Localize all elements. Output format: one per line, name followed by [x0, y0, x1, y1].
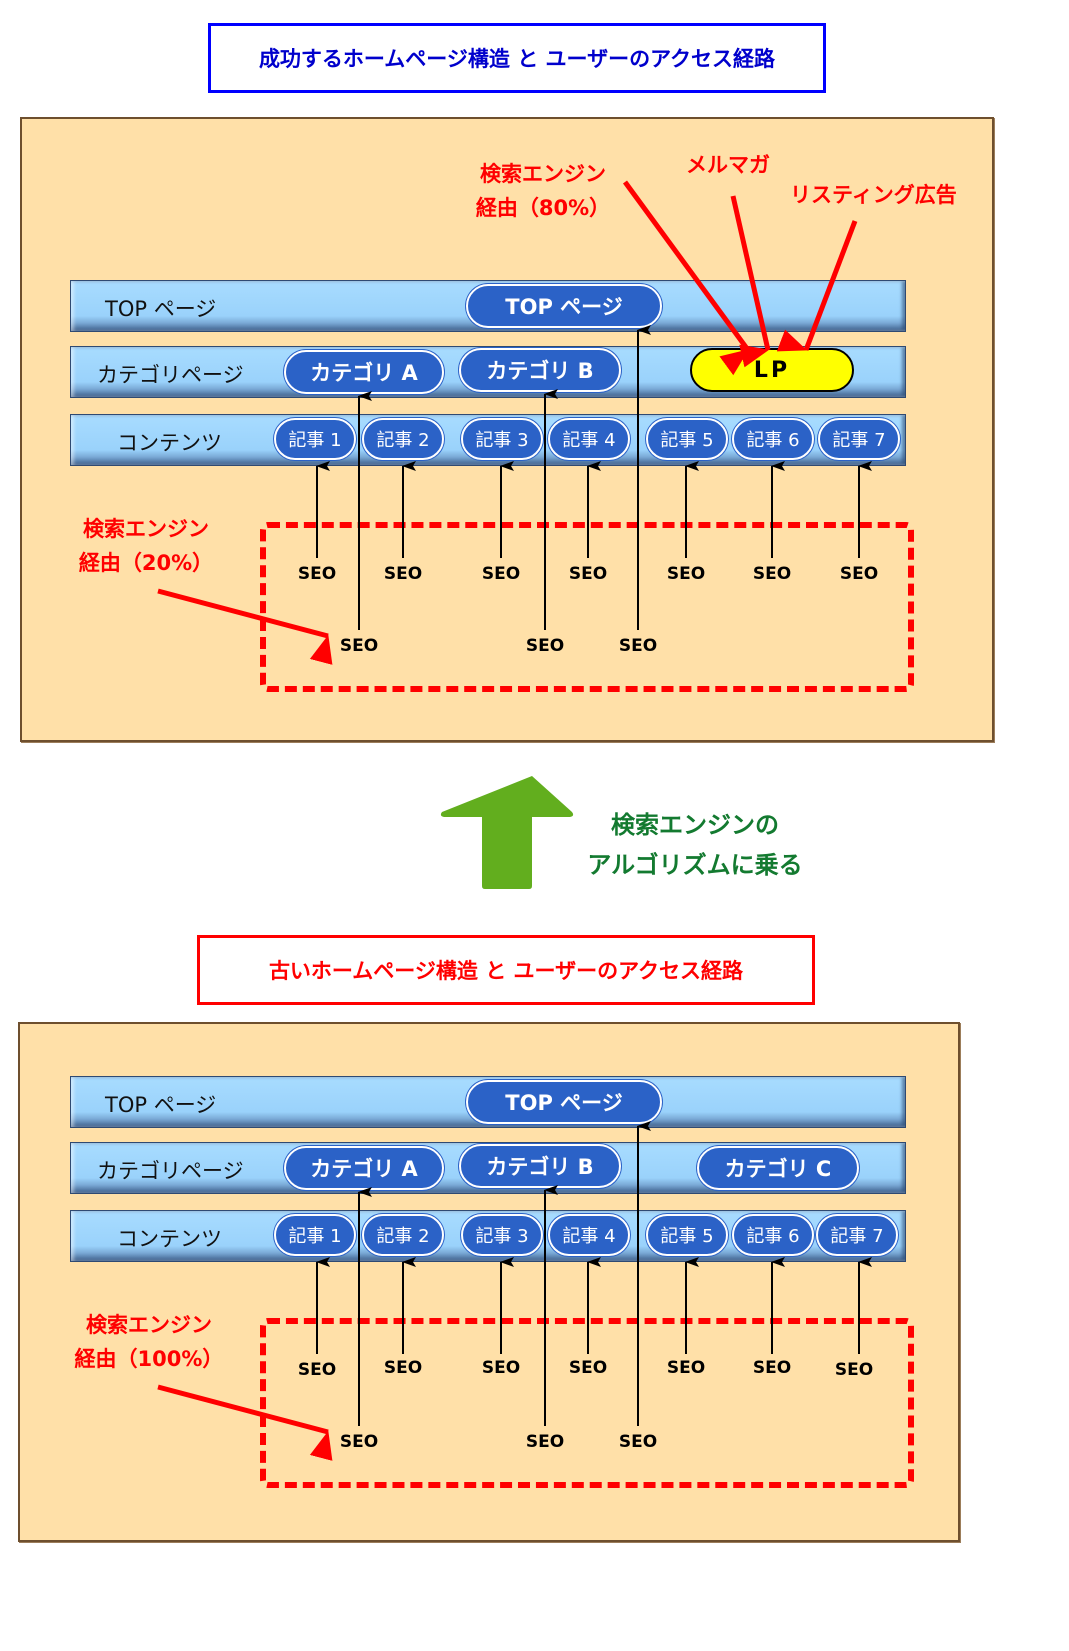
row-label-contents: コンテンツ	[117, 431, 222, 455]
seo-label: SEO	[568, 1358, 608, 1378]
node-category-a[interactable]: カテゴリ A	[284, 1146, 444, 1190]
seo-label: SEO	[752, 564, 792, 584]
seo-label: SEO	[752, 1358, 792, 1378]
success-structure-title: 成功するホームページ構造 と ユーザーのアクセス経路	[208, 23, 826, 93]
seo-label: SEO	[834, 1360, 874, 1380]
search-engine-label-line2: 経由（100%）	[74, 1347, 224, 1371]
seo-label: SEO	[297, 1360, 337, 1380]
search-engine-label-line2: 経由（20%）	[78, 551, 214, 575]
node-article-1[interactable]: 記事 1	[274, 1214, 356, 1256]
node-category-b[interactable]: カテゴリ B	[459, 348, 621, 392]
node-article-1[interactable]: 記事 1	[274, 418, 356, 460]
seo-label: SEO	[568, 564, 608, 584]
seo-label: SEO	[839, 564, 879, 584]
node-article-3[interactable]: 記事 3	[461, 418, 543, 460]
search-engine-100-label: 検索エンジン 経由（100%）	[64, 1308, 234, 1376]
seo-label: SEO	[481, 1358, 521, 1378]
row-label-category: カテゴリページ	[97, 363, 244, 387]
node-article-5[interactable]: 記事 5	[646, 1214, 728, 1256]
search-engine-label-line2: 経由（80%）	[475, 196, 611, 220]
node-top-page[interactable]: TOP ページ	[466, 284, 662, 328]
node-article-6[interactable]: 記事 6	[732, 1214, 814, 1256]
seo-label: SEO	[297, 564, 337, 584]
seo-label: SEO	[339, 636, 379, 656]
node-article-4[interactable]: 記事 4	[548, 418, 630, 460]
node-category-c[interactable]: カテゴリ C	[697, 1146, 859, 1190]
row-label-contents: コンテンツ	[117, 1227, 222, 1251]
node-top-page[interactable]: TOP ページ	[466, 1080, 662, 1124]
seo-label: SEO	[666, 1358, 706, 1378]
row-label-category: カテゴリページ	[97, 1159, 244, 1183]
node-article-2[interactable]: 記事 2	[362, 1214, 444, 1256]
seo-label: SEO	[666, 564, 706, 584]
algorithm-caption-line2: アルゴリズムに乗る	[587, 851, 803, 879]
node-article-5[interactable]: 記事 5	[646, 418, 728, 460]
listing-ads-label: リスティング広告	[790, 183, 957, 207]
search-engine-label-line1: 検索エンジン	[86, 1313, 212, 1337]
seo-label: SEO	[618, 1432, 658, 1452]
seo-label: SEO	[383, 564, 423, 584]
algorithm-caption: 検索エンジンの アルゴリズムに乗る	[580, 805, 810, 885]
row-label-top: TOP ページ	[105, 1093, 217, 1117]
old-structure-title: 古いホームページ構造 と ユーザーのアクセス経路	[197, 935, 815, 1005]
mail-magazine-label: メルマガ	[686, 153, 770, 177]
seo-traffic-box	[260, 522, 914, 692]
search-engine-20-label: 検索エンジン 経由（20%）	[66, 512, 226, 580]
node-article-7[interactable]: 記事 7	[818, 418, 900, 460]
search-engine-label-line1: 検索エンジン	[83, 517, 209, 541]
seo-label: SEO	[383, 1358, 423, 1378]
algorithm-caption-line1: 検索エンジンの	[611, 811, 779, 839]
node-category-a[interactable]: カテゴリ A	[284, 350, 444, 394]
seo-label: SEO	[618, 636, 658, 656]
node-article-3[interactable]: 記事 3	[461, 1214, 543, 1256]
up-arrow-icon	[440, 776, 574, 889]
search-engine-label-line1: 検索エンジン	[480, 162, 606, 186]
node-article-2[interactable]: 記事 2	[362, 418, 444, 460]
row-label-top: TOP ページ	[105, 297, 217, 321]
node-article-4[interactable]: 記事 4	[548, 1214, 630, 1256]
seo-label: SEO	[525, 636, 565, 656]
search-engine-80-label: 検索エンジン 経由（80%）	[458, 157, 628, 225]
seo-label: SEO	[339, 1432, 379, 1452]
node-category-b[interactable]: カテゴリ B	[459, 1144, 621, 1188]
node-article-7[interactable]: 記事 7	[816, 1214, 898, 1256]
seo-label: SEO	[481, 564, 521, 584]
seo-label: SEO	[525, 1432, 565, 1452]
node-article-6[interactable]: 記事 6	[732, 418, 814, 460]
node-lp[interactable]: LP	[690, 348, 854, 392]
seo-traffic-box	[260, 1318, 914, 1488]
